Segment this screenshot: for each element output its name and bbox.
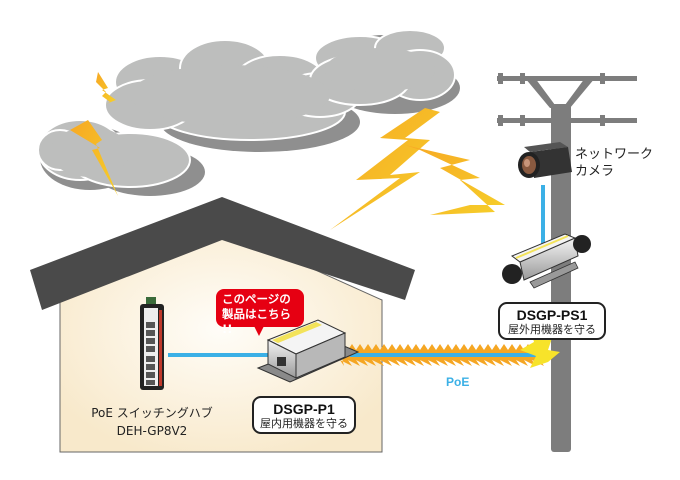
indoor-device-description: 屋内用機器を守る xyxy=(260,417,348,430)
product-callout[interactable]: このページの 製品はこちら !! xyxy=(216,289,304,336)
indoor-device-label[interactable]: DSGP-P1 屋内用機器を守る xyxy=(252,396,356,434)
camera-label: ネットワーク カメラ xyxy=(575,146,653,180)
indoor-device-model: DSGP-P1 xyxy=(273,401,335,417)
utility-pole-icon xyxy=(497,73,637,452)
hub-label-line-1: PoE スイッチングハブ xyxy=(91,406,213,420)
lightning-icon xyxy=(70,72,505,230)
callout-pointer xyxy=(254,326,264,336)
callout-line-1: このページの xyxy=(222,292,291,306)
outdoor-device-model: DSGP-PS1 xyxy=(516,307,588,323)
switching-hub-icon xyxy=(140,297,164,390)
cable-label: PoE xyxy=(446,375,470,389)
camera-label-line-1: ネットワーク xyxy=(575,147,654,162)
surge-protector-icon xyxy=(502,233,591,289)
surge-protector-icon xyxy=(256,319,360,383)
outdoor-device-label[interactable]: DSGP-PS1 屋外用機器を守る xyxy=(498,302,606,340)
hub-label: PoE スイッチングハブ DEH-GP8V2 xyxy=(84,404,220,440)
callout-line-2: 製品はこちら !! xyxy=(222,307,291,336)
outdoor-device-description: 屋外用機器を守る xyxy=(508,323,596,336)
camera-label-line-2: カメラ xyxy=(575,164,615,179)
spark-burst xyxy=(520,322,560,368)
network-camera-icon xyxy=(518,142,572,178)
cloud-icon xyxy=(37,29,460,196)
hub-label-line-2: DEH-GP8V2 xyxy=(116,424,188,438)
